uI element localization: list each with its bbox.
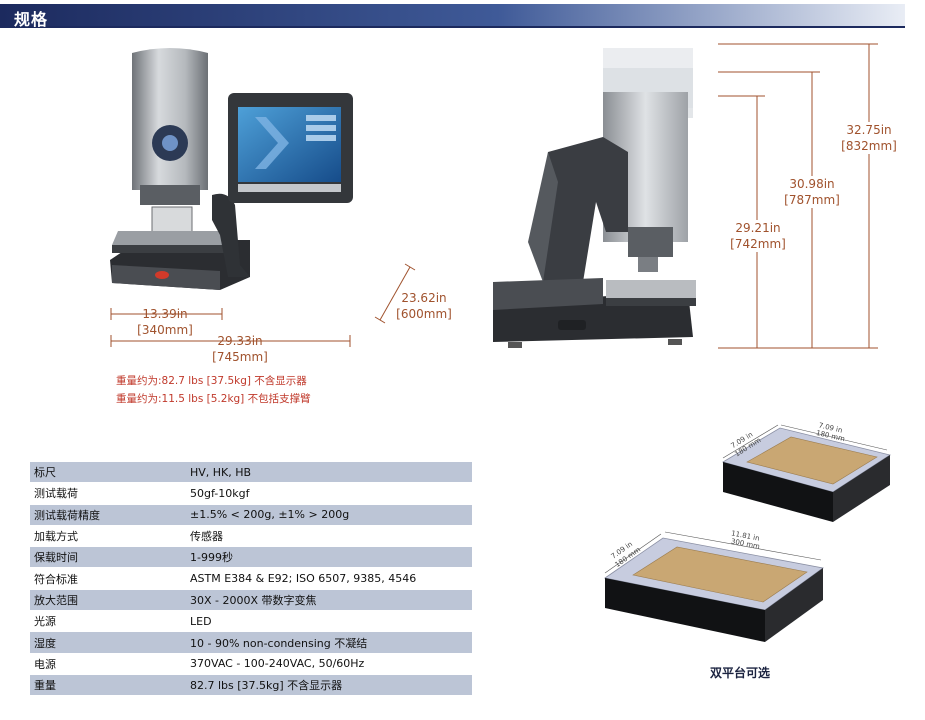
spec-label: 湿度 — [34, 636, 56, 650]
tester-front-view-image — [110, 48, 353, 290]
spec-label: 加载方式 — [34, 530, 78, 544]
dim-total-width-mm: [745mm] — [212, 350, 268, 364]
spec-value: ±1.5% < 200g, ±1% > 200g — [190, 508, 350, 522]
spec-label: 标尺 — [34, 466, 56, 480]
header-bar — [0, 4, 905, 28]
spec-label: 放大范围 — [34, 593, 78, 607]
spec-label: 光源 — [34, 615, 56, 629]
depth-dimension-line — [374, 263, 416, 324]
dim-height-2-in: 30.98in — [789, 177, 835, 191]
spec-label: 重量 — [34, 679, 56, 693]
platform-caption: 双平台可选 — [710, 666, 771, 680]
spec-value: 50gf-10kgf — [190, 486, 250, 500]
spec-value: 30X - 2000X 带数字变焦 — [190, 593, 317, 607]
dim-height-2-mm: [787mm] — [784, 193, 840, 207]
dim-height-3-mm: [832mm] — [841, 139, 897, 153]
dim-total-width: 29.33in [745mm] — [200, 333, 280, 365]
platforms-illustration: 7.09 in 180 mm 7.09 in 180 mm 11.81 in 3… — [603, 421, 891, 642]
dim-depth: 23.62in [600mm] — [396, 290, 452, 322]
dim-stage-width-in: 13.39in — [142, 307, 188, 321]
spec-value: 10 - 90% non-condensing 不凝结 — [190, 636, 368, 650]
dim-total-width-in: 29.33in — [217, 334, 263, 348]
spec-value: 1-999秒 — [190, 551, 233, 565]
dim-height-2: 30.98in [787mm] — [774, 176, 850, 208]
spec-value: ASTM E384 & E92; ISO 6507, 9385, 4546 — [190, 572, 417, 586]
spec-row: 保载时间 1-999秒 — [30, 546, 472, 568]
spec-row: 电源 370VAC - 100-240VAC, 50/60Hz — [30, 653, 472, 675]
dim-stage-width: 13.39in [340mm] — [125, 306, 205, 338]
spec-value: LED — [190, 614, 212, 628]
spec-row: 加载方式 传感器 — [30, 525, 472, 547]
spec-row: 放大范围 30X - 2000X 带数字变焦 — [30, 589, 472, 611]
spec-value: 82.7 lbs [37.5kg] 不含显示器 — [190, 679, 343, 693]
dim-depth-in: 23.62in — [401, 291, 447, 305]
weight-note-2: 重量约为:11.5 lbs [5.2kg] 不包括支撑臂 — [116, 393, 311, 405]
spec-row: 标尺 HV, HK, HB — [30, 462, 472, 483]
spec-value: 370VAC - 100-240VAC, 50/60Hz — [190, 657, 365, 671]
small-platform: 7.09 in 180 mm 7.09 in 180 mm — [721, 421, 891, 522]
tester-side-view-image — [493, 48, 696, 348]
spec-label: 电源 — [34, 657, 56, 671]
dim-height-3-in: 32.75in — [846, 123, 892, 137]
spec-label: 测试载荷精度 — [34, 508, 100, 522]
page-title: 规格 — [14, 10, 49, 29]
spec-row: 测试载荷 50gf-10kgf — [30, 482, 472, 505]
spec-label: 保载时间 — [34, 551, 78, 565]
dim-height-1-mm: [742mm] — [730, 237, 786, 251]
spec-value: 传感器 — [190, 530, 223, 544]
large-platform: 11.81 in 300 mm 7.09 in 180 mm — [603, 529, 824, 642]
specs-table: 标尺 HV, HK, HB 测试载荷 50gf-10kgf 测试载荷精度 ±1.… — [30, 462, 472, 696]
dim-height-1: 29.21in [742mm] — [720, 220, 796, 252]
spec-value: HV, HK, HB — [190, 465, 252, 479]
weight-note-1: 重量约为:82.7 lbs [37.5kg] 不含显示器 — [116, 375, 307, 387]
dim-depth-mm: [600mm] — [396, 307, 452, 321]
spec-row: 光源 LED — [30, 610, 472, 632]
spec-label: 测试载荷 — [34, 487, 78, 501]
dim-stage-width-mm: [340mm] — [137, 323, 193, 337]
spec-row: 湿度 10 - 90% non-condensing 不凝结 — [30, 631, 472, 654]
dim-height-1-in: 29.21in — [735, 221, 781, 235]
spec-row: 符合标准 ASTM E384 & E92; ISO 6507, 9385, 45… — [30, 567, 472, 590]
front-dimension-lines — [110, 308, 351, 347]
spec-row: 测试载荷精度 ±1.5% < 200g, ±1% > 200g — [30, 504, 472, 526]
dim-height-3: 32.75in [832mm] — [823, 122, 915, 154]
spec-label: 符合标准 — [34, 572, 78, 586]
spec-row: 重量 82.7 lbs [37.5kg] 不含显示器 — [30, 674, 472, 696]
